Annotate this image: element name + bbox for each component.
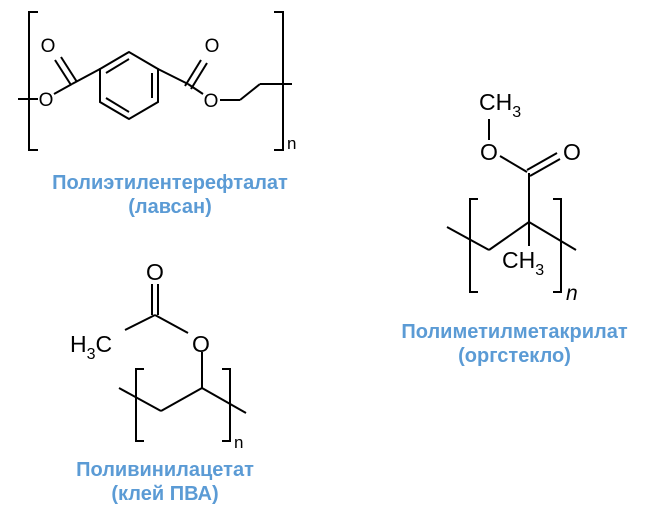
pet-bond [187, 83, 204, 95]
pet-carbonyl-bond [184, 59, 202, 87]
pmma-left-bracket [469, 198, 478, 293]
pmma-methyl-bottom: CH3 [502, 247, 544, 279]
pva-end-bond-right [201, 387, 247, 414]
pva-atom-o: O [192, 331, 210, 357]
pet-atom-o: O [39, 90, 54, 111]
pmma-structure [446, 119, 577, 293]
pva-bond [160, 387, 203, 412]
pet-atom-o: O [205, 36, 220, 57]
pva-end-bond-left [118, 387, 162, 412]
pet-alias: (лавсан) [128, 196, 212, 218]
pet-name: Полиэтилентерефталат [52, 172, 288, 194]
pet-bond [157, 68, 189, 85]
pet-benzene-ring [99, 50, 159, 121]
pva-bond-methyl [124, 314, 156, 331]
pmma-carbonyl-bond [529, 158, 561, 177]
pet-structure [18, 11, 292, 151]
pva-atoms: O H3C O n [70, 259, 243, 452]
pet-carbonyl-bond [190, 62, 208, 90]
pmma-atom-o: O [563, 139, 581, 165]
pet-ring-double-bond [105, 97, 130, 113]
pmma-subscript-n: n [566, 282, 578, 305]
pmma-end-bond-right [528, 221, 577, 251]
pet-bond [53, 83, 73, 95]
pet-atom-o: O [41, 36, 56, 57]
pmma-methyl-top: CH3 [479, 89, 521, 121]
pmma-right-bracket [553, 198, 562, 293]
pet-carbonyl-bond [54, 59, 72, 86]
pmma-end-bond-left [446, 226, 490, 251]
pva-alias: (клей ПВА) [111, 483, 219, 505]
pmma-name: Полиметилметакрилат [401, 321, 628, 343]
pva-right-bracket [222, 368, 231, 442]
pva-bond-c-o [154, 314, 189, 334]
pmma-atoms: CH3 O O CH3 n [479, 89, 581, 305]
pet-caption: Полиэтилентерефталат (лавсан) [0, 171, 340, 219]
pet-ring-double-bond [105, 58, 130, 74]
pva-caption: Поливинилацетат (клей ПВА) [20, 458, 310, 506]
pva-name: Поливинилацетат [76, 459, 254, 481]
pet-bond [239, 83, 261, 101]
pmma-caption: Полиметилметакрилат (оргстекло) [368, 320, 661, 368]
pva-left-bracket [135, 368, 144, 442]
pet-right-bracket [274, 11, 284, 151]
pmma-atom-o: O [480, 139, 498, 165]
pmma-bond-o-c [499, 155, 528, 173]
pet-subscript-n: n [287, 134, 296, 153]
pva-subscript-n: n [234, 433, 243, 452]
pet-carbonyl-bond [60, 56, 78, 83]
pet-left-bracket [28, 11, 38, 151]
pmma-alias: (оргстекло) [458, 345, 571, 367]
pet-atom-o: O [204, 91, 219, 112]
pva-methyl: H3C [70, 331, 112, 363]
pmma-carbonyl-bond [526, 152, 558, 171]
pva-structure [118, 284, 247, 442]
pva-atom-o: O [146, 259, 164, 285]
pmma-bond [488, 221, 530, 251]
pet-atoms: O O O O n [39, 36, 297, 153]
